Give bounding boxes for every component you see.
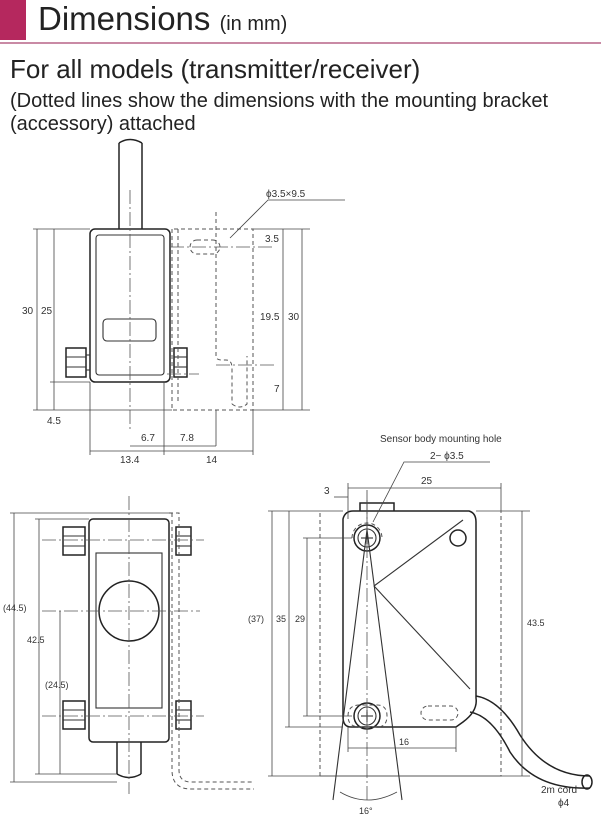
title-text: Dimensions xyxy=(38,0,211,37)
top-bracket-outline xyxy=(171,228,254,411)
dotted-lines-note: (Dotted lines show the dimensions with t… xyxy=(10,90,549,135)
side-bottom-slot xyxy=(420,705,459,721)
top-hole-callout: ϕ3.5×9.5 xyxy=(266,189,306,200)
top-label-7: 7 xyxy=(274,384,280,395)
side-label-43-5: 43.5 xyxy=(527,618,545,628)
top-bracket-hook xyxy=(231,356,248,408)
front-label-44-5: (44.5) xyxy=(3,603,27,613)
page-title: Dimensions (in mm) xyxy=(38,0,287,43)
top-label-25: 25 xyxy=(41,306,53,317)
front-bracket-outer xyxy=(171,513,254,790)
title-unit: (in mm) xyxy=(219,13,288,35)
side-label-16: 16 xyxy=(399,737,409,747)
side-hole-leader xyxy=(372,461,490,523)
side-label-angle: 16° xyxy=(359,806,373,816)
side-bracket-outline xyxy=(319,513,502,777)
side-hole-title: Sensor body mounting hole xyxy=(380,434,502,445)
side-cord-end xyxy=(581,774,593,790)
top-hole-leader xyxy=(229,199,345,239)
side-indicator-hole xyxy=(449,529,467,547)
side-beam-left xyxy=(332,529,368,801)
front-nut-bottom-left xyxy=(62,700,86,730)
side-screw-bottom-slot xyxy=(347,704,388,728)
top-lens-window xyxy=(102,318,157,342)
top-label-6-7: 6.7 xyxy=(141,433,155,444)
top-label-19-5: 19.5 xyxy=(260,312,280,323)
side-beam-right xyxy=(366,529,403,801)
top-label-14: 14 xyxy=(206,455,218,466)
header-rule xyxy=(0,42,601,44)
side-view-drawing: Sensor body mounting hole 2− ϕ3.5 3 25 (… xyxy=(248,434,593,816)
side-cord-bottom xyxy=(469,711,591,789)
side-cord-top xyxy=(475,695,591,777)
side-diag-line-1 xyxy=(373,585,471,690)
side-label-29: 29 xyxy=(295,614,305,624)
side-top-tab xyxy=(359,502,395,511)
subtitle: For all models (transmitter/receiver) xyxy=(10,54,421,84)
front-nut-top-left xyxy=(62,526,86,556)
top-label-30-right: 30 xyxy=(288,312,300,323)
front-nut-top-right xyxy=(175,526,192,556)
top-label-30-left: 30 xyxy=(22,306,34,317)
side-label-35: 35 xyxy=(276,614,286,624)
top-bracket-bend xyxy=(215,212,233,404)
top-label-13-4: 13.4 xyxy=(120,455,140,466)
side-label-37: (37) xyxy=(248,614,264,624)
side-label-3: 3 xyxy=(324,486,330,497)
top-view-drawing: ϕ3.5×9.5 3.5 19.5 30 7 30 25 4.5 6.7 7.8… xyxy=(22,138,345,466)
side-cord-dia: ϕ4 xyxy=(558,798,570,809)
top-nut-right xyxy=(173,347,188,378)
header-accent-block xyxy=(0,0,26,40)
front-nut-bottom-right xyxy=(175,700,192,730)
front-label-42-5: 42.5 xyxy=(27,635,45,645)
top-cable-end xyxy=(118,138,143,144)
side-diag-line-2 xyxy=(373,519,464,587)
front-view-drawing: (44.5) 42.5 (24.5) xyxy=(3,496,254,794)
side-angle-arc xyxy=(339,791,398,801)
top-label-4-5: 4.5 xyxy=(47,416,61,427)
side-hole-spec: 2− ϕ3.5 xyxy=(430,451,464,462)
front-bracket-outline xyxy=(169,512,254,783)
side-sensor-body xyxy=(342,510,477,728)
side-cord-length: 2m cord xyxy=(541,785,577,796)
section-header: Dimensions (in mm) xyxy=(0,0,601,44)
front-cable-end xyxy=(116,773,142,779)
side-label-25: 25 xyxy=(421,476,433,487)
top-label-3-5: 3.5 xyxy=(265,234,279,245)
top-bracket-slot xyxy=(189,239,221,255)
top-label-7-8: 7.8 xyxy=(180,433,194,444)
top-nut-left xyxy=(65,347,87,378)
front-label-24-5: (24.5) xyxy=(45,680,69,690)
